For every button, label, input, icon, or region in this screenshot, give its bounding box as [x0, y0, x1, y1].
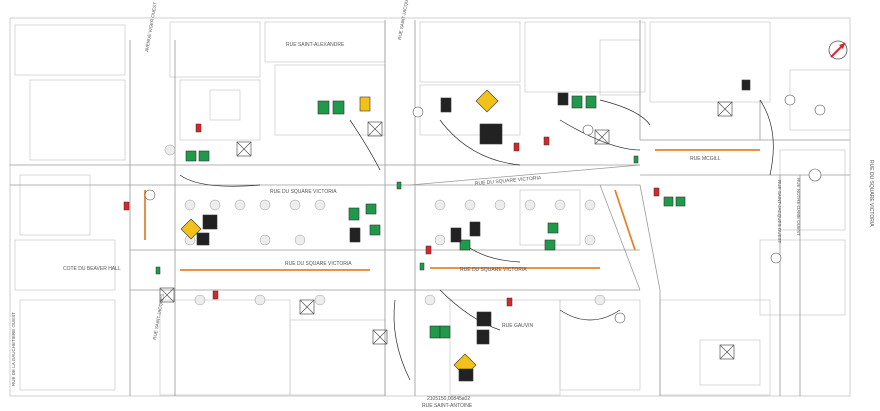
label-gauchetiere: RUE DE LA GAUCHETIERE OUEST	[11, 312, 16, 386]
label-side-title: RUE DU SQUARE VICTORIA	[868, 160, 874, 227]
callout-leaders	[179, 99, 774, 381]
north-arrow	[828, 40, 848, 60]
label-saint-antoine: RUE SAINT-ANTOINE	[422, 403, 473, 409]
label-square-victoria-lower: RUE DU SQUARE VICTORIA	[285, 261, 352, 267]
traffic-signals	[123, 123, 660, 307]
drawing-frame	[9, 17, 851, 397]
sheet-number: 2105150,00845a02	[427, 396, 470, 402]
label-mcgill: RUE MCGILL	[690, 156, 721, 162]
label-notre-dame: RUE NOTRE-DAME OUEST	[796, 178, 801, 236]
trees	[164, 144, 606, 306]
orange-curb-lines	[144, 149, 760, 271]
label-square-victoria-upper: RUE DU SQUARE VICTORIA	[270, 189, 337, 195]
road-edges	[10, 20, 850, 396]
black-sign-panels	[196, 79, 751, 382]
label-saint-jacques-right: RUE SAINT-JACQUES OUEST	[777, 180, 782, 244]
green-signs	[185, 95, 686, 339]
signal-heads-green	[155, 155, 639, 275]
removed-sign-markers	[159, 101, 735, 360]
label-square-victoria-diag: RUE DU SQUARE VICTORIA	[475, 175, 543, 187]
label-gauvin: RUE GAUVIN	[502, 323, 534, 329]
label-square-victoria-east: RUE DU SQUARE VICTORIA	[460, 267, 527, 273]
label-saint-alexandre: RUE SAINT-ALEXANDRE	[286, 42, 345, 48]
round-signs	[144, 94, 826, 324]
label-beaver-hall: COTE DU BEAVER HALL	[63, 266, 121, 272]
